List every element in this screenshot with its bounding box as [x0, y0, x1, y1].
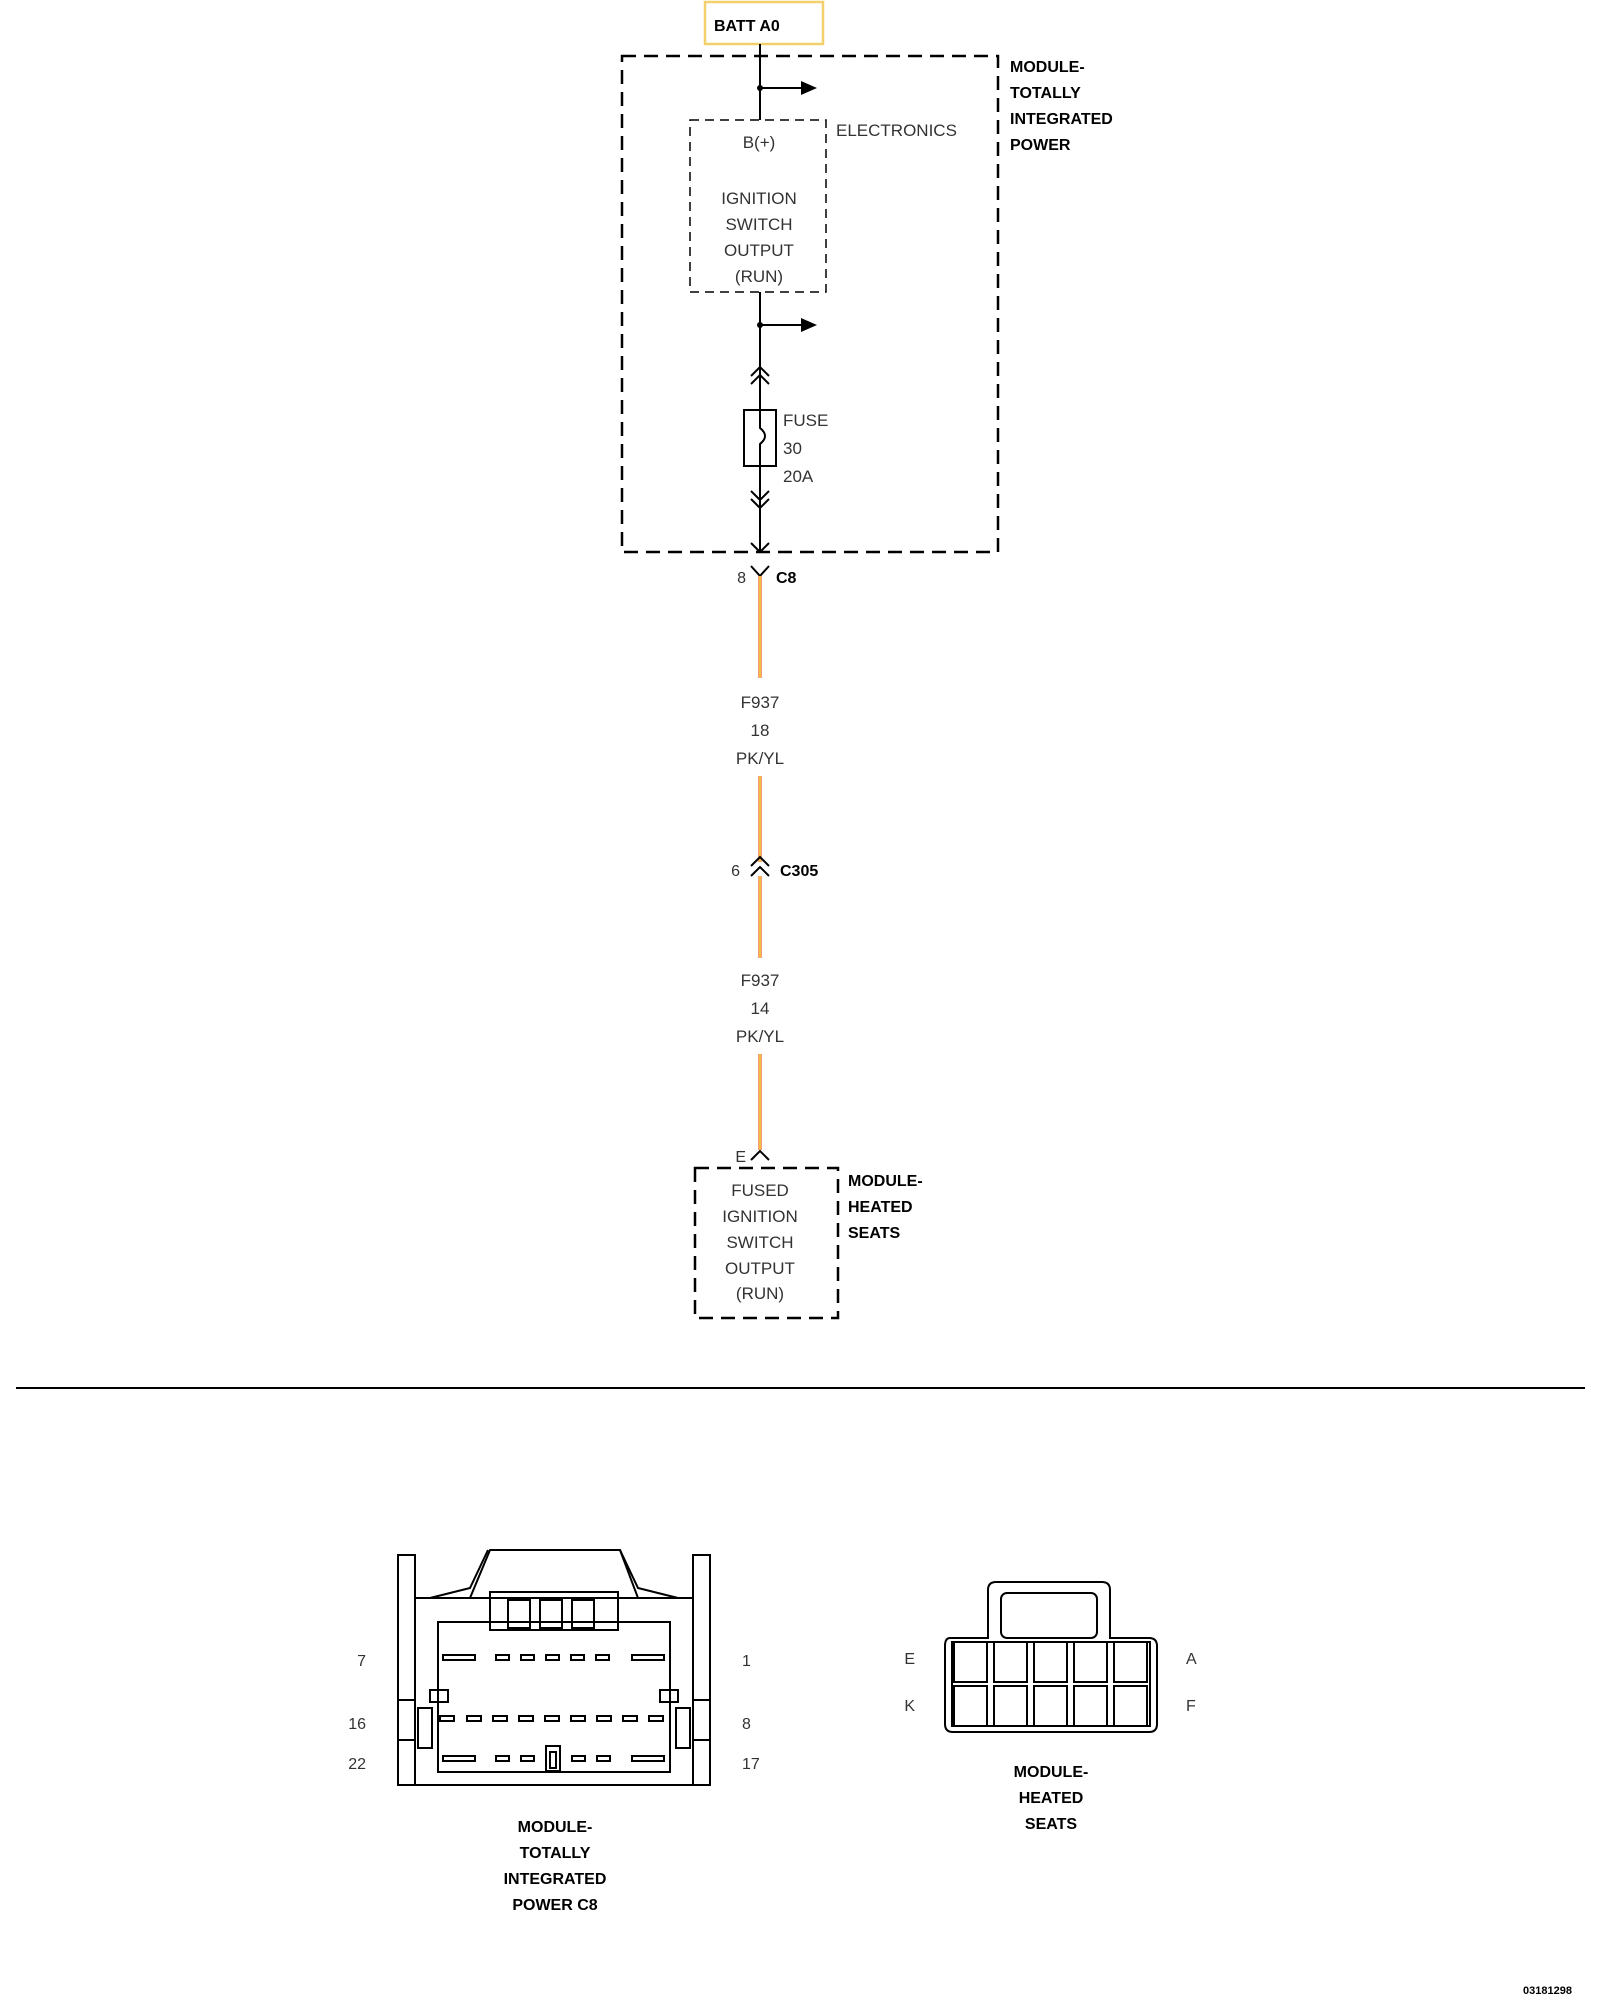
svg-text:PK/YL: PK/YL — [736, 749, 784, 768]
batt-label: BATT A0 — [714, 18, 780, 35]
connector-e-icon — [750, 1149, 770, 1161]
svg-text:F937: F937 — [741, 971, 780, 990]
seat-pin: E — [735, 1149, 746, 1166]
wire-1-label: F937 18 PK/YL — [736, 693, 784, 768]
fuse-symbol-icon — [743, 365, 777, 510]
c8-connector-face — [397, 1549, 711, 1786]
svg-text:SEATS: SEATS — [848, 1225, 900, 1242]
svg-text:7: 7 — [357, 1653, 366, 1670]
c8-pin: 8 — [737, 570, 746, 587]
svg-text:SEATS: SEATS — [1025, 1816, 1077, 1833]
svg-text:1: 1 — [742, 1653, 751, 1670]
connector-c8-icon — [750, 565, 770, 578]
svg-text:OUTPUT: OUTPUT — [725, 1259, 795, 1278]
svg-text:F: F — [1186, 1698, 1196, 1715]
tip-module-outline — [620, 54, 1000, 554]
heated-seats-function: FUSED IGNITION SWITCH OUTPUT (RUN) — [722, 1181, 798, 1303]
svg-text:IGNITION: IGNITION — [722, 1207, 798, 1226]
c8-caption: MODULE- TOTALLY INTEGRATED POWER C8 — [504, 1819, 607, 1914]
svg-text:POWER: POWER — [1010, 137, 1071, 154]
c8-pin-labels: 7 1 16 8 22 17 — [348, 1653, 760, 1773]
svg-text:FUSED: FUSED — [731, 1181, 789, 1200]
svg-text:20A: 20A — [783, 467, 814, 486]
batt-box — [703, 0, 825, 46]
svg-text:PK/YL: PK/YL — [736, 1027, 784, 1046]
svg-text:16: 16 — [348, 1716, 366, 1733]
svg-text:POWER C8: POWER C8 — [512, 1897, 597, 1914]
arrow-head-icon — [801, 318, 817, 332]
figure-id: 03181298 — [1523, 1985, 1572, 1997]
svg-text:TOTALLY: TOTALLY — [520, 1845, 591, 1862]
fuse-label: FUSE 30 20A — [783, 411, 828, 486]
svg-text:FUSE: FUSE — [783, 411, 828, 430]
svg-text:F937: F937 — [741, 693, 780, 712]
heated-seats-outline — [693, 1166, 840, 1320]
svg-text:SWITCH: SWITCH — [725, 215, 792, 234]
c305-pin: 6 — [731, 863, 740, 880]
c305-name: C305 — [780, 863, 818, 880]
tip-module-label: MODULE- TOTALLY INTEGRATED POWER — [1010, 59, 1113, 154]
connector-c305-icon — [750, 855, 770, 877]
svg-text:8: 8 — [742, 1716, 751, 1733]
svg-text:22: 22 — [348, 1756, 366, 1773]
electronics-title: ELECTRONICS — [836, 121, 957, 140]
svg-text:IGNITION: IGNITION — [721, 189, 797, 208]
svg-text:E: E — [904, 1651, 915, 1668]
heated-seats-title: MODULE- HEATED SEATS — [848, 1173, 923, 1242]
svg-text:OUTPUT: OUTPUT — [724, 241, 794, 260]
svg-text:HEATED: HEATED — [848, 1199, 913, 1216]
electronics-box — [689, 119, 827, 293]
svg-text:14: 14 — [751, 999, 770, 1018]
svg-text:18: 18 — [751, 721, 770, 740]
bplus-label: B(+) — [743, 133, 776, 152]
svg-text:SWITCH: SWITCH — [726, 1233, 793, 1252]
seat-connector-face — [944, 1581, 1158, 1733]
svg-text:TOTALLY: TOTALLY — [1010, 85, 1081, 102]
seat-caption: MODULE- HEATED SEATS — [1014, 1764, 1089, 1833]
svg-text:MODULE-: MODULE- — [1010, 59, 1085, 76]
svg-text:30: 30 — [783, 439, 802, 458]
svg-text:17: 17 — [742, 1756, 760, 1773]
svg-text:HEATED: HEATED — [1019, 1790, 1084, 1807]
svg-text:MODULE-: MODULE- — [1014, 1764, 1089, 1781]
electronics-function: IGNITION SWITCH OUTPUT (RUN) — [721, 189, 797, 286]
arrow-head-icon — [801, 81, 817, 95]
svg-text:(RUN): (RUN) — [736, 1284, 784, 1303]
svg-text:MODULE-: MODULE- — [518, 1819, 593, 1836]
svg-text:INTEGRATED: INTEGRATED — [504, 1871, 607, 1888]
c8-name: C8 — [776, 570, 797, 587]
svg-text:INTEGRATED: INTEGRATED — [1010, 111, 1113, 128]
svg-text:A: A — [1186, 1651, 1197, 1668]
seat-pin-labels: E A K F — [904, 1651, 1197, 1715]
svg-text:K: K — [904, 1698, 915, 1715]
svg-text:(RUN): (RUN) — [735, 267, 783, 286]
wire-2-label: F937 14 PK/YL — [736, 971, 784, 1046]
svg-text:MODULE-: MODULE- — [848, 1173, 923, 1190]
